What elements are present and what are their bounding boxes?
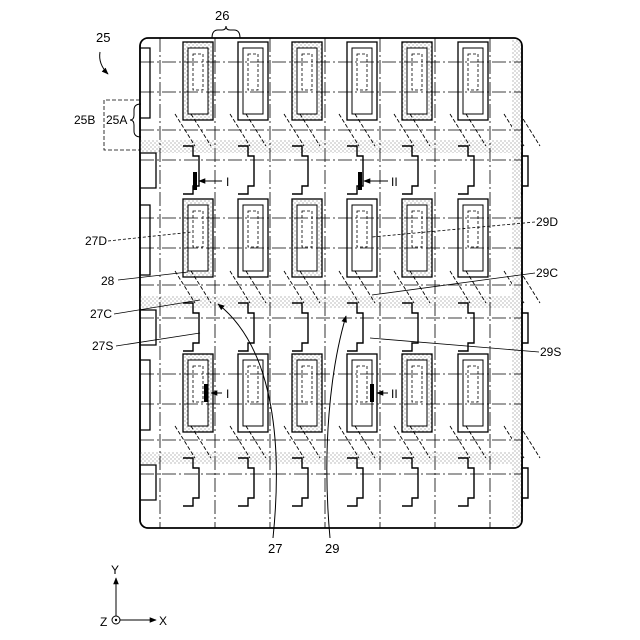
axis-indicator: Y X Z [100, 563, 167, 629]
label-28: 28 [101, 274, 115, 288]
cut-mark-i-top [193, 172, 197, 190]
brace-26 [212, 26, 240, 38]
label-25a: 25A [106, 113, 127, 127]
label-25: 25 [96, 30, 110, 45]
cut-label-i-top: I [226, 175, 229, 189]
cut-mark-ii-bottom [370, 384, 374, 402]
label-27: 27 [268, 541, 282, 556]
label-29: 29 [325, 541, 339, 556]
label-27s: 27S [92, 339, 113, 353]
label-29d: 29D [536, 215, 558, 229]
axis-label-x: X [159, 614, 167, 628]
axis-label-z: Z [100, 615, 107, 629]
cut-label-ii-bottom: II [391, 387, 398, 401]
cut-mark-i-bottom [204, 384, 208, 402]
cut-mark-ii-top [358, 172, 362, 190]
label-27c: 27C [90, 307, 112, 321]
label-25b: 25B [74, 113, 95, 127]
label-27d: 27D [85, 234, 107, 248]
label-29s: 29S [540, 345, 561, 359]
axis-label-y: Y [111, 563, 119, 577]
label-26: 26 [215, 8, 229, 23]
label-29c: 29C [536, 266, 558, 280]
cut-label-ii-top: II [391, 175, 398, 189]
cut-label-i-bottom: I [226, 387, 229, 401]
